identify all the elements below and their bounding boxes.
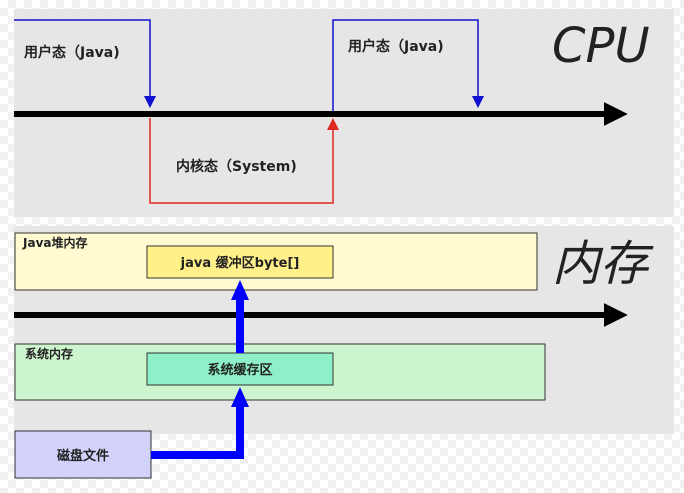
- user-mode-label-left: 用户态（Java): [24, 44, 120, 61]
- disk-to-system-buffer-flow: [151, 405, 244, 459]
- user-mode-arrowhead-left: [144, 96, 156, 108]
- java-buffer-label: java 缓冲区byte[]: [180, 255, 300, 271]
- system-memory-label: 系统内存: [25, 346, 73, 361]
- system-buffer-box: [146, 352, 334, 386]
- java-buffer-box: [146, 245, 334, 279]
- kernel-mode-path: [149, 118, 334, 204]
- user-mode-arrowhead-right: [472, 96, 484, 108]
- system-to-java-buffer-arrowhead: [231, 280, 249, 300]
- user-mode-path-right: [332, 19, 479, 114]
- disk-to-system-buffer-arrowhead: [231, 387, 249, 407]
- system-buffer-label: 系统缓存区: [207, 362, 272, 378]
- kernel-mode-label: 内核态（System): [176, 158, 297, 175]
- user-mode-label-right: 用户态（Java): [348, 38, 444, 55]
- cpu-title: CPU: [552, 18, 650, 74]
- disk-file-label: 磁盘文件: [57, 448, 109, 464]
- java-heap-label: Java堆内存: [22, 235, 87, 250]
- memory-title: 内存: [552, 236, 654, 292]
- kernel-mode-arrowhead: [327, 118, 339, 130]
- user-mode-path-left: [14, 19, 151, 100]
